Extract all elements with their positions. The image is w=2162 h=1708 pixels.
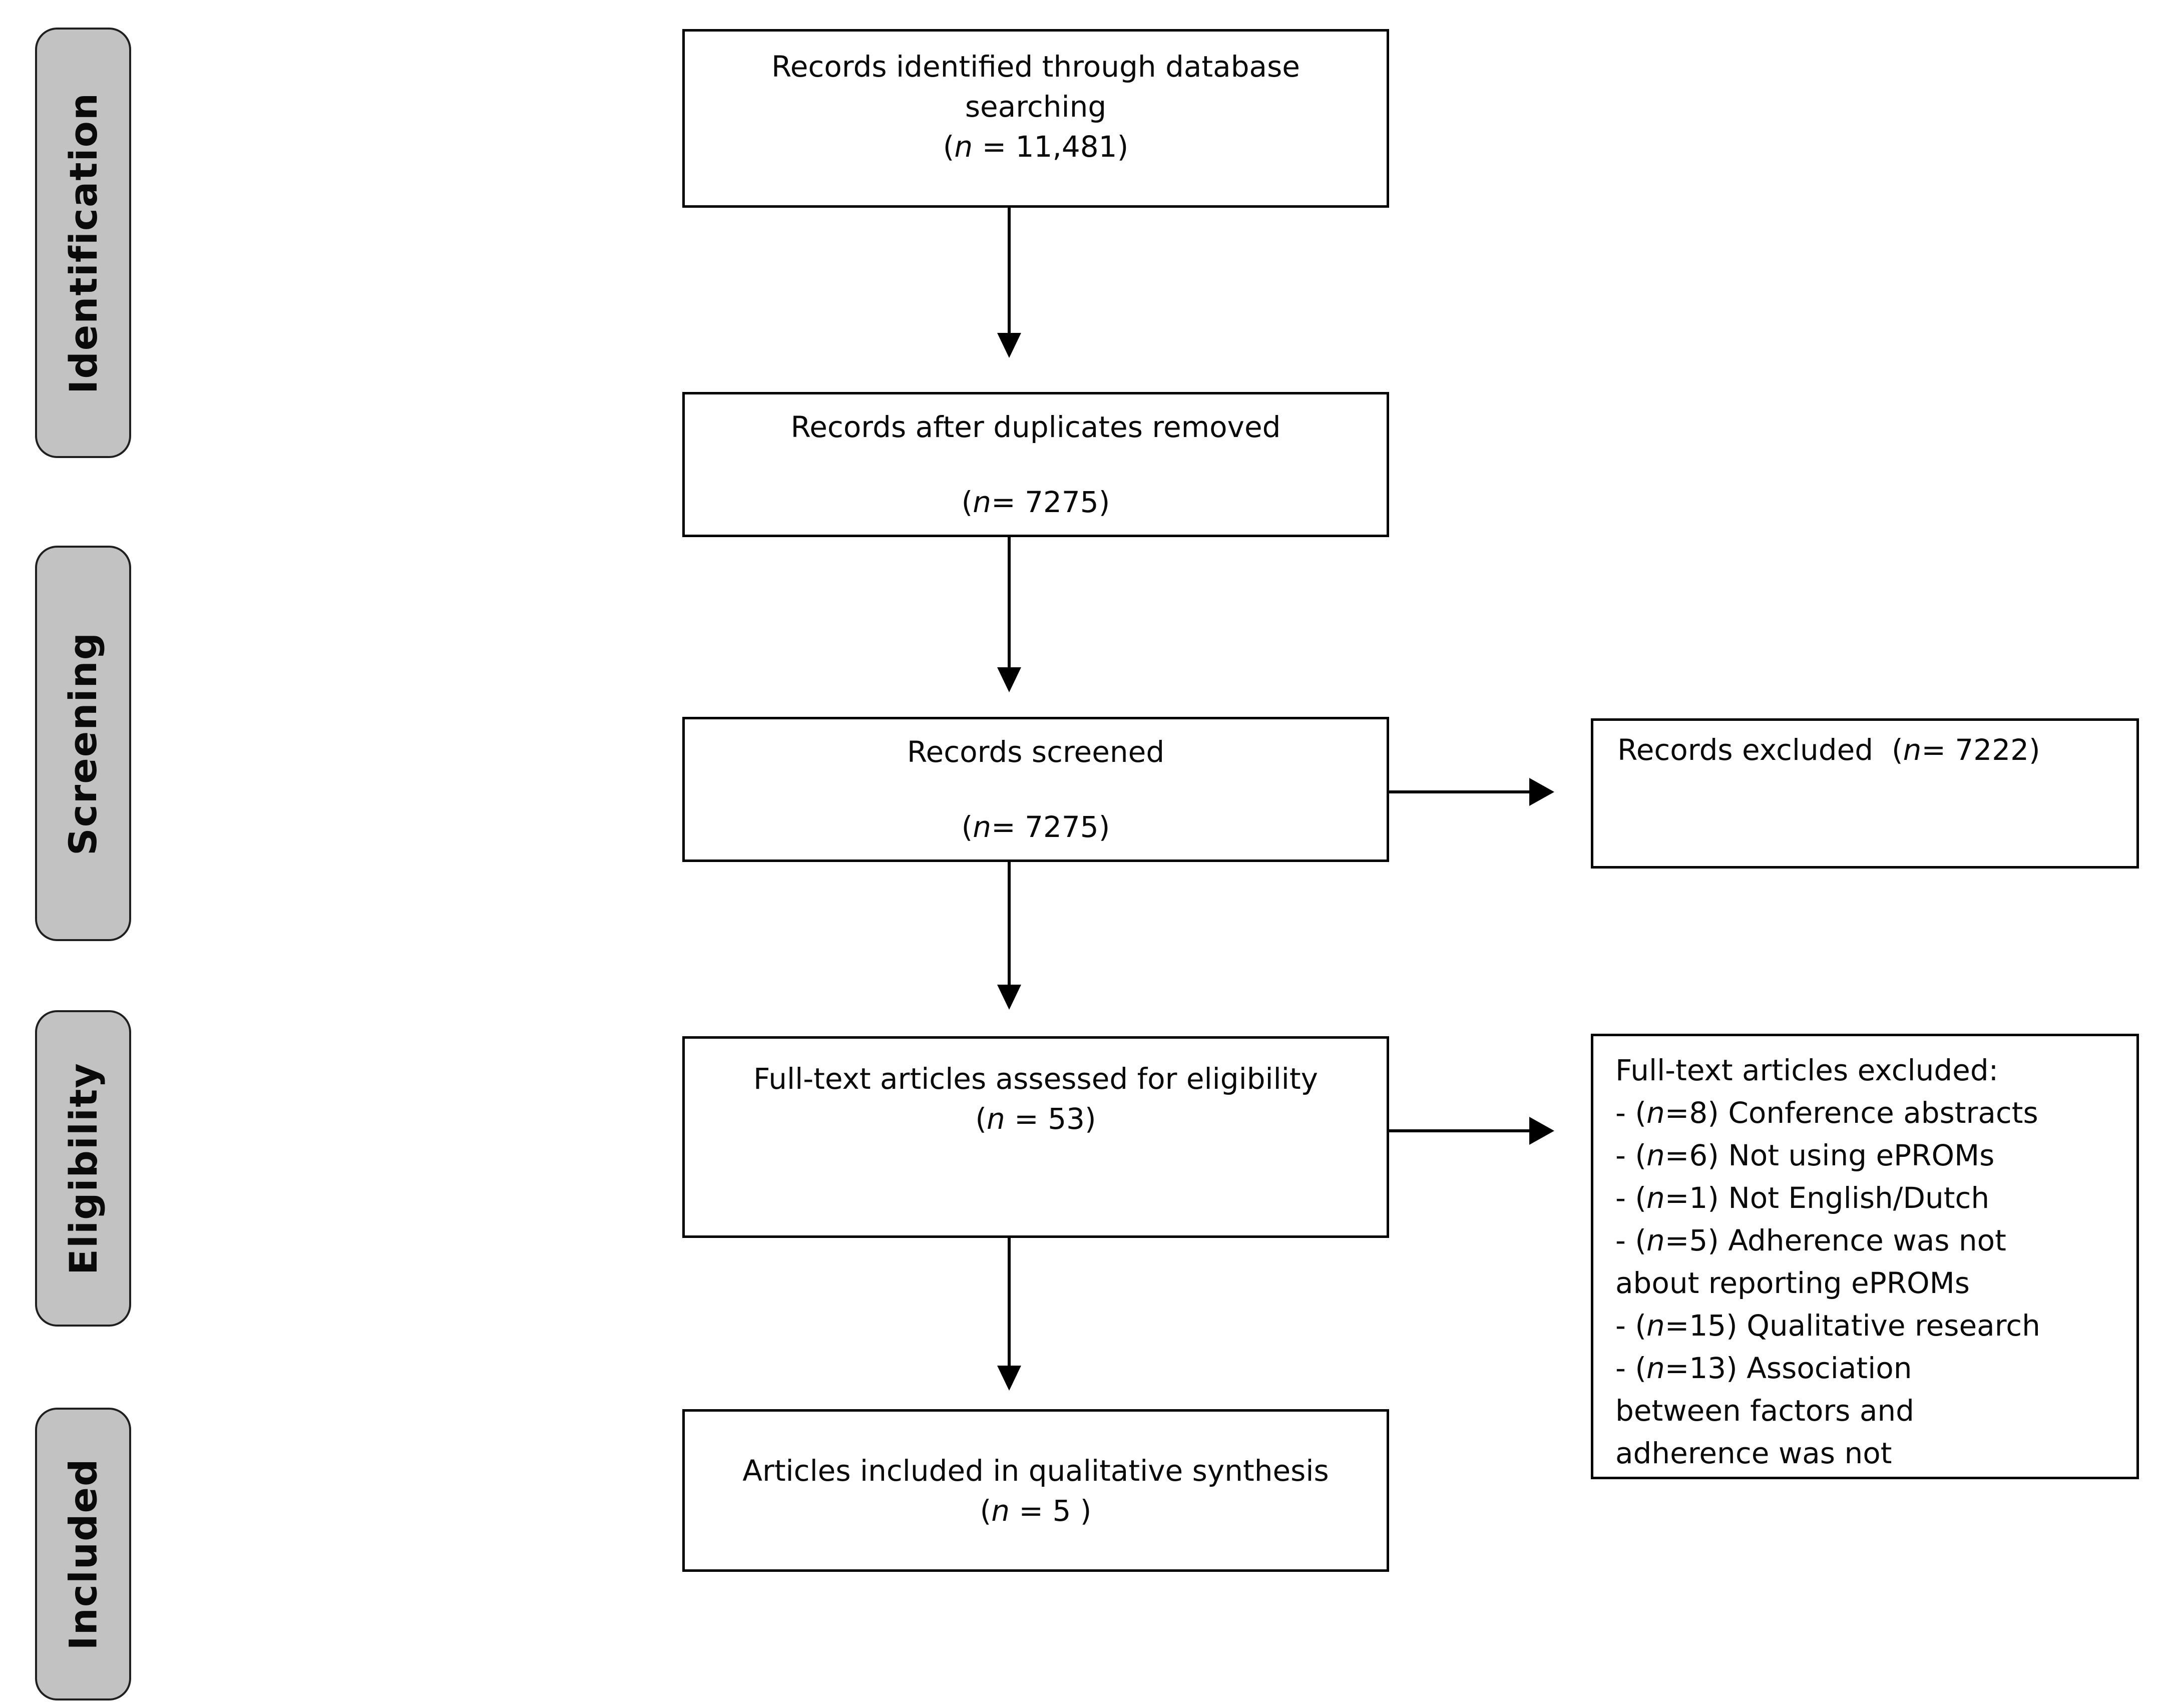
box-records-screened: Records screened (n= 7275) <box>682 717 1389 862</box>
box-fulltext-excluded: Full-text articles excluded: - (n=8) Con… <box>1591 1034 2139 1479</box>
stage-label-included: Included <box>35 1408 131 1700</box>
box-duplicates-removed: Records after duplicates removed (n= 727… <box>682 392 1389 537</box>
stage-label-identification-text: Identification <box>61 92 106 394</box>
box-duplicates-removed-title: Records after duplicates removed <box>790 410 1281 444</box>
fulltext-excluded-item-continuation: about reporting ePROMs <box>1615 1266 1970 1300</box>
fulltext-excluded-item-continuation: between factors and <box>1615 1394 1914 1428</box>
box-fulltext-assessed: Full-text articles assessed for eligibil… <box>682 1036 1389 1238</box>
down-arrow-stem-3 <box>1008 862 1011 986</box>
box-duplicates-removed-count: (n= 7275) <box>961 485 1110 519</box>
right-arrow-stem-eligibility <box>1389 1129 1530 1132</box>
fulltext-excluded-item: - (n=13) Association <box>1615 1351 1912 1385</box>
fulltext-excluded-item: - (n=5) Adherence was not <box>1615 1223 2006 1257</box>
fulltext-excluded-heading: Full-text articles excluded: <box>1615 1053 1999 1087</box>
box-articles-included: Articles included in qualitative synthes… <box>682 1409 1389 1572</box>
stage-label-included-text: Included <box>61 1458 106 1650</box>
box-articles-included-count: (n = 5 ) <box>980 1493 1092 1528</box>
down-arrow-head-3 <box>997 985 1021 1010</box>
down-arrow-head-2 <box>997 667 1021 692</box>
box-records-excluded-text: Records excluded (n= 7222) <box>1617 733 2040 767</box>
down-arrow-head-4 <box>997 1366 1021 1391</box>
box-records-identified-count: (n = 11,481) <box>943 130 1129 164</box>
box-records-identified: Records identified through database sear… <box>682 29 1389 208</box>
fulltext-excluded-item: - (n=8) Conference abstracts <box>1615 1096 2038 1130</box>
right-arrow-head-screening <box>1529 778 1554 806</box>
fulltext-excluded-item: - (n=6) Not using ePROMs <box>1615 1138 1995 1172</box>
down-arrow-stem-2 <box>1008 537 1011 668</box>
fulltext-excluded-item: - (n=1) Not English/Dutch <box>1615 1181 1990 1215</box>
stage-label-screening-text: Screening <box>61 631 106 856</box>
stage-label-eligibility-text: Eligibility <box>61 1062 106 1275</box>
stage-label-screening: Screening <box>35 546 131 941</box>
down-arrow-head-1 <box>997 333 1021 358</box>
box-records-screened-count: (n= 7275) <box>961 810 1110 844</box>
fulltext-excluded-item-continuation: adherence was not <box>1615 1436 1892 1470</box>
stage-label-identification: Identification <box>35 28 131 458</box>
box-records-screened-title: Records screened <box>907 735 1165 769</box>
fulltext-excluded-item: - (n=15) Qualitative research <box>1615 1309 2040 1343</box>
box-records-identified-title: Records identified through database sear… <box>771 50 1300 124</box>
box-articles-included-title: Articles included in qualitative synthes… <box>742 1453 1329 1488</box>
box-fulltext-assessed-title: Full-text articles assessed for eligibil… <box>753 1062 1318 1096</box>
down-arrow-stem-4 <box>1008 1238 1011 1367</box>
right-arrow-stem-screening <box>1389 790 1530 793</box>
right-arrow-head-eligibility <box>1529 1117 1554 1145</box>
box-records-excluded: Records excluded (n= 7222) <box>1591 718 2139 869</box>
stage-label-eligibility: Eligibility <box>35 1010 131 1327</box>
box-fulltext-assessed-count: (n = 53) <box>975 1102 1096 1136</box>
down-arrow-stem-1 <box>1008 208 1011 334</box>
